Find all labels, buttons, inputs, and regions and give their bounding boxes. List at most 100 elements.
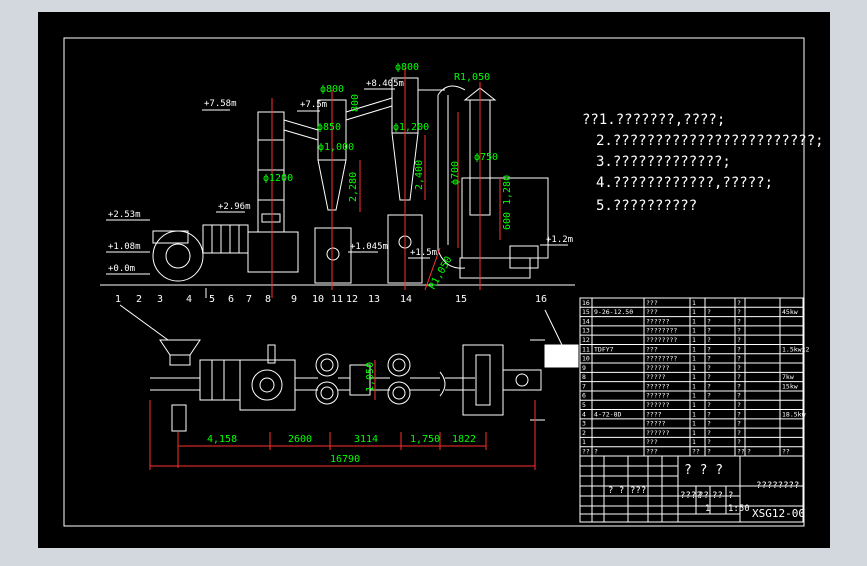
dim-diameter: ϕ1200	[263, 173, 293, 184]
item-number: 11	[331, 294, 343, 305]
table-cell: 1	[692, 373, 696, 381]
title-cell: ?	[728, 491, 733, 501]
table-cell: ?	[737, 345, 741, 353]
company-name: ????????	[756, 481, 799, 491]
plan-dim: 4,158	[207, 434, 237, 445]
technical-notes: ??1.???????,????; 2.????????????????????…	[582, 112, 824, 214]
table-cell: 7kw	[782, 373, 794, 381]
elev-label: +7.5m	[300, 100, 327, 110]
table-cell: ??	[582, 448, 590, 456]
table-cell: ?	[707, 317, 711, 325]
table-cell: ?	[707, 438, 711, 446]
table-cell: ?	[737, 355, 741, 363]
item-number: 13	[368, 294, 380, 305]
table-cell: ?????	[646, 420, 666, 428]
table-cell: 15	[582, 308, 590, 316]
table-cell: ?????	[646, 373, 666, 381]
table-cell: ??????	[646, 364, 670, 372]
title-cell: ??	[712, 491, 723, 501]
drawing-title: ? ? ?	[684, 463, 723, 478]
table-cell: 1	[692, 345, 696, 353]
table-cell: 1	[692, 382, 696, 390]
table-cell: 4	[582, 410, 586, 418]
item-number: 12	[346, 294, 358, 305]
item-number: 6	[228, 294, 234, 305]
table-cell: 9-26-12.50	[594, 308, 633, 316]
item-number: 15	[455, 294, 467, 305]
note-line: 2.????????????????????????;	[596, 133, 824, 149]
dim-diameter: ϕ750	[474, 152, 498, 163]
table-cell: ??????	[646, 317, 670, 325]
table-cell: 18.5kw	[782, 410, 806, 418]
item-number: 1	[115, 294, 121, 305]
table-cell: ????????	[646, 336, 677, 344]
table-cell: ?	[737, 373, 741, 381]
table-cell: 9	[582, 364, 586, 372]
table-cell: ???	[646, 448, 658, 456]
table-cell: ??????	[646, 392, 670, 400]
plan-dimensions: 4,158 2600 3114 1,750 1822 16790 1,050	[149, 360, 536, 470]
table-cell: ?	[737, 401, 741, 409]
table-cell: ?	[707, 420, 711, 428]
table-cell: 12	[582, 336, 590, 344]
table-cell: ??	[782, 448, 790, 456]
table-cell: ?	[707, 327, 711, 335]
table-cell: ????????	[646, 355, 677, 363]
item-numbers: 1 2 3 4 5 6 7 8 9 10 11 12 13 14 15 16	[115, 294, 547, 305]
table-cell: 14	[582, 317, 590, 325]
item-number: 8	[265, 294, 271, 305]
item-number: 4	[186, 294, 192, 305]
item-number: 10	[312, 294, 324, 305]
item-number: 3	[157, 294, 163, 305]
drawing-number: XSG12-00	[752, 507, 805, 520]
table-cell: 4-72-8D	[594, 410, 621, 418]
table-cell: 1	[692, 355, 696, 363]
elev-label: +0.0m	[108, 264, 135, 274]
table-cell: ?	[737, 410, 741, 418]
table-cell: 6	[582, 392, 586, 400]
table-cell: 7	[582, 382, 586, 390]
table-cell: ??????	[646, 401, 670, 409]
table-cell: ?	[707, 364, 711, 372]
item-number: 16	[535, 294, 547, 305]
dim-diameter: ϕ800	[320, 84, 344, 95]
table-cell: ?	[737, 327, 741, 335]
table-cell: ?	[737, 336, 741, 344]
table-cell: ?	[707, 373, 711, 381]
table-cell: 1.5kwx2	[782, 345, 809, 353]
item-number: 14	[400, 294, 412, 305]
plan-view	[119, 304, 579, 432]
elev-label: +7.58m	[204, 99, 237, 109]
dim-diameter: ϕ1,200	[393, 122, 429, 133]
item-number: 9	[291, 294, 297, 305]
title-cell: ? ?	[608, 486, 624, 496]
table-cell: ??	[737, 448, 745, 456]
elevation-markers: +7.58m +7.5m +8.405m +2.53m +2.96m +1.08…	[106, 79, 573, 275]
item-number: 2	[136, 294, 142, 305]
plan-dim: 1,050	[365, 362, 376, 392]
elev-label: +2.96m	[218, 202, 251, 212]
elev-label: +8.405m	[366, 79, 404, 89]
plan-dim: 2600	[288, 434, 312, 445]
table-cell: ?	[707, 429, 711, 437]
dim-height: 800	[350, 94, 361, 112]
plan-dim: 1822	[452, 434, 476, 445]
title-cell: ????	[680, 491, 702, 501]
elev-label: +1.5m	[410, 248, 437, 258]
table-cell: 45kw	[782, 308, 798, 316]
table-cell: ??	[692, 448, 700, 456]
table-cell: ??????	[646, 382, 670, 390]
table-cell: 8	[582, 373, 586, 381]
table-cell: ?	[737, 364, 741, 372]
table-cell: ?	[707, 448, 711, 456]
title-cell: 1	[705, 504, 710, 514]
table-cell: 1	[692, 392, 696, 400]
table-cell: 1	[692, 317, 696, 325]
table-cell: ?	[707, 345, 711, 353]
dim-height: 1,280	[502, 175, 513, 205]
dim-height: 600	[502, 212, 513, 230]
note-line: ??1.???????,????;	[582, 112, 725, 128]
plan-dim-overall: 16790	[330, 454, 360, 465]
